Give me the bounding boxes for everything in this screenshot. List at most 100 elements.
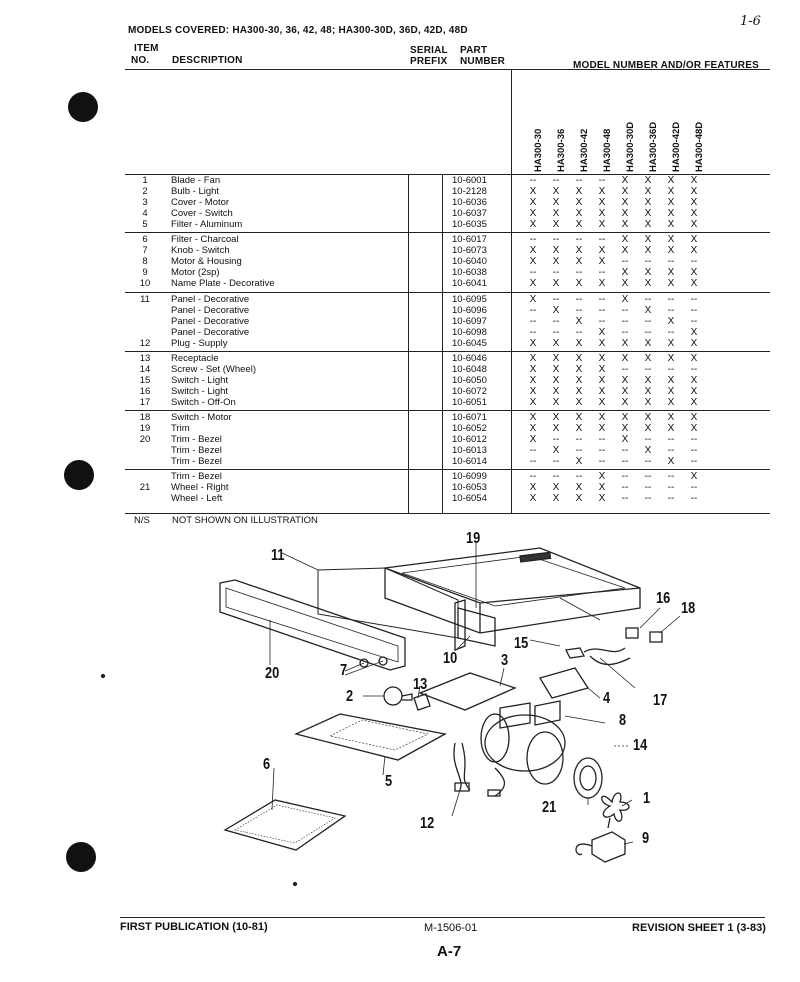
row-model-mark: -- xyxy=(575,267,583,279)
row-model-mark: X xyxy=(529,293,537,305)
col-prefix-label: PREFIX xyxy=(410,56,448,67)
row-model-mark: X xyxy=(598,412,606,423)
row-model-mark: -- xyxy=(644,482,652,494)
col-part-label: PART xyxy=(460,45,488,56)
knob-left xyxy=(359,658,369,668)
row-model-mark: X xyxy=(575,363,583,375)
callout-10: 10 xyxy=(443,650,458,667)
callout-21: 21 xyxy=(542,799,557,816)
row-item-no: 2 xyxy=(142,186,148,198)
bulb xyxy=(383,686,403,706)
row-part-number: 10-6097 xyxy=(452,315,487,327)
row-model-mark: -- xyxy=(529,456,537,468)
row-model-mark: X xyxy=(644,423,652,435)
row-model-mark: X xyxy=(644,278,652,290)
model-label-ha300-48: HA300-48 xyxy=(602,128,613,172)
row-model-mark: X xyxy=(552,208,560,220)
row-item-no: 14 xyxy=(139,363,151,375)
row-model-mark: X xyxy=(644,208,652,220)
row-model-mark: -- xyxy=(644,434,652,446)
model-label-ha300-42: HA300-42 xyxy=(579,128,590,172)
col-no-label: NO. xyxy=(131,55,150,66)
footer-doc-number: M-1506-01 xyxy=(424,922,478,934)
col-model-label: MODEL NUMBER AND/OR FEATURES xyxy=(573,60,759,71)
page-number: A-7 xyxy=(437,943,462,960)
row-model-mark: X xyxy=(575,219,583,231)
name-plate xyxy=(457,607,496,647)
row-model-mark: -- xyxy=(598,234,606,246)
row-model-mark: -- xyxy=(644,493,652,505)
row-model-mark: -- xyxy=(575,326,583,338)
row-model-mark: -- xyxy=(667,363,675,375)
row-model-mark: X xyxy=(644,175,652,186)
row-model-mark: -- xyxy=(667,434,675,446)
row-item-no: 12 xyxy=(139,337,151,349)
row-model-mark: -- xyxy=(529,175,537,186)
row-part-number: 10-6036 xyxy=(452,197,487,209)
row-model-mark: X xyxy=(667,208,675,220)
row-model-mark: X xyxy=(667,423,675,435)
row-model-mark: X xyxy=(575,493,583,505)
row-model-mark: X xyxy=(621,245,629,257)
row-part-number: 10-6037 xyxy=(452,208,487,220)
row-model-mark: X xyxy=(667,186,675,198)
row-model-mark: -- xyxy=(621,456,629,468)
row-model-mark: X xyxy=(552,278,560,290)
row-item-no: 11 xyxy=(140,293,150,305)
row-description: Trim - Bezel xyxy=(171,434,222,446)
row-model-mark: -- xyxy=(690,293,698,305)
row-model-mark: -- xyxy=(644,471,652,483)
row-model-mark: X xyxy=(690,471,698,483)
callout-7: 7 xyxy=(340,662,348,679)
row-model-mark: X xyxy=(690,208,698,220)
row-item-no: 19 xyxy=(139,423,151,435)
binder-hole-middle xyxy=(64,460,94,490)
row-model-mark: X xyxy=(529,197,537,209)
row-model-mark: X xyxy=(644,337,652,349)
row-model-mark: X xyxy=(552,385,560,397)
row-model-mark: X xyxy=(529,482,537,494)
row-part-number: 10-6054 xyxy=(452,493,487,505)
blower-housing xyxy=(484,714,566,772)
row-model-mark: X xyxy=(552,445,560,457)
row-model-mark: X xyxy=(598,352,606,364)
row-description: Screw - Set (Wheel) xyxy=(171,363,256,375)
model-label-ha300-36: HA300-36 xyxy=(556,128,567,172)
row-model-mark: X xyxy=(575,315,583,327)
row-description: Panel - Decorative xyxy=(171,293,250,305)
row-model-mark: X xyxy=(690,352,698,364)
row-model-mark: X xyxy=(552,374,560,386)
row-model-mark: X xyxy=(598,374,606,386)
group-separator xyxy=(125,232,770,234)
row-part-number: 10-6048 xyxy=(452,363,487,375)
callout-1: 1 xyxy=(643,790,651,807)
decorative-panel xyxy=(317,567,459,639)
trim-bezel xyxy=(219,579,406,671)
row-model-mark: -- xyxy=(621,471,629,483)
knob-right xyxy=(378,656,388,666)
row-item-no: 16 xyxy=(139,385,151,397)
row-model-mark: X xyxy=(598,278,606,290)
row-model-mark: -- xyxy=(621,363,629,375)
row-model-mark: X xyxy=(621,385,629,397)
handwritten-note: 1-6 xyxy=(740,14,761,29)
callout-14: 14 xyxy=(633,737,648,754)
ns-code: N/S xyxy=(134,515,150,526)
row-model-mark: -- xyxy=(667,304,675,316)
footer-rule xyxy=(120,917,765,918)
callout-9: 9 xyxy=(642,830,650,847)
row-model-mark: X xyxy=(552,493,560,505)
row-description: Switch - Light xyxy=(171,385,229,397)
row-model-mark: X xyxy=(552,197,560,209)
row-model-mark: X xyxy=(552,396,560,408)
row-item-no: 6 xyxy=(142,234,148,246)
row-model-mark: X xyxy=(690,412,698,423)
row-model-mark: X xyxy=(621,278,629,290)
row-model-mark: X xyxy=(621,337,629,349)
row-model-mark: X xyxy=(598,493,606,505)
row-model-mark: X xyxy=(552,482,560,494)
row-model-mark: X xyxy=(529,352,537,364)
row-model-mark: -- xyxy=(690,456,698,468)
row-model-mark: -- xyxy=(621,445,629,457)
row-description: Panel - Decorative xyxy=(171,326,250,338)
